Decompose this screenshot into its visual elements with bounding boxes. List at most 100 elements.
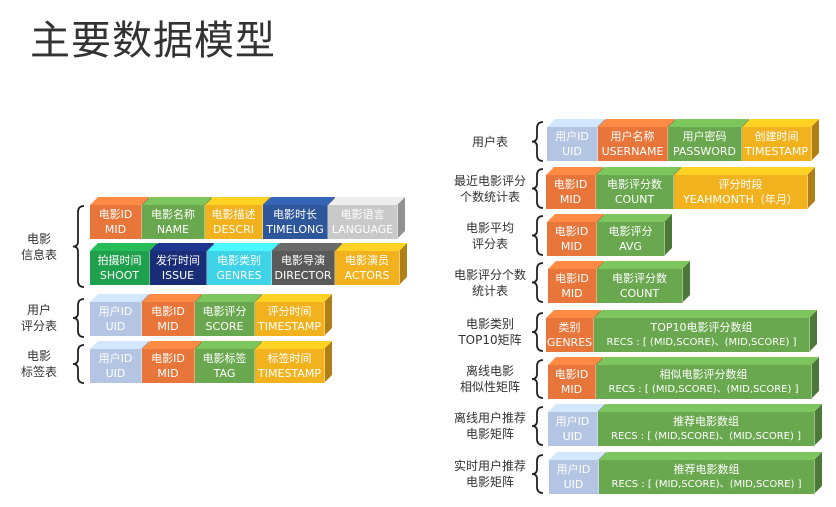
- brace: [531, 359, 544, 399]
- table-label: 用户表: [471, 134, 508, 149]
- brace: [531, 454, 544, 494]
- field-name-cn: 用户ID: [556, 463, 591, 476]
- field-name-en: UID: [562, 430, 583, 443]
- field-name-en: RECS : [ (MID,SCORE)、(MID,SCORE) ]: [608, 384, 799, 395]
- field-name-en: SCORE: [205, 320, 244, 333]
- field-cell: 相似电影评分数组 RECS : [ (MID,SCORE)、(MID,SCORE)…: [596, 365, 812, 399]
- field-name-cn: 电影ID: [151, 352, 185, 365]
- brace: [72, 205, 85, 288]
- field-name-cn: 电影语言: [340, 208, 385, 221]
- field-name-cn: 拍摄时间: [97, 254, 142, 267]
- field-name-cn: 用户ID: [98, 352, 133, 365]
- field-cell: 电影ID MID: [142, 349, 195, 383]
- field-name-cn: 评分时段: [718, 178, 763, 191]
- field-name-cn: 用户ID: [555, 415, 590, 428]
- page-title: 主要数据模型: [30, 18, 276, 64]
- table-label: 离线电影相似性矩阵: [459, 364, 520, 394]
- field-name-cn: 电影ID: [98, 208, 133, 221]
- field-name-en: MID: [560, 240, 583, 253]
- field-name-en: ISSUE: [161, 269, 195, 282]
- field-name-cn: 电影描述: [211, 208, 256, 221]
- field-cell: 用户ID UID: [548, 412, 598, 446]
- brace: [531, 215, 544, 256]
- table-label: 电影评分个数统计表: [453, 267, 526, 298]
- field-cell: 电影评分 SCORE: [195, 302, 255, 336]
- field-name-cn: 类别: [558, 321, 581, 334]
- table-label: 电影平均评分表: [465, 220, 514, 251]
- field-name-en: SHOOT: [99, 269, 140, 282]
- field-name-en: RECS : [ (MID,SCORE)、(MID,SCORE) ]: [611, 479, 802, 490]
- field-name-en: COUNT: [619, 287, 660, 300]
- field-name-en: UID: [105, 367, 126, 380]
- brace: [531, 406, 544, 446]
- table-label: 离线用户推荐电影矩阵: [453, 411, 526, 441]
- field-name-en: MID: [157, 367, 179, 380]
- field-name-en: MID: [104, 223, 127, 236]
- field-name-cn: 电影类别: [217, 254, 261, 267]
- field-name-cn: 电影ID: [555, 272, 589, 285]
- field-name-cn: 电影ID: [151, 305, 185, 318]
- field-cell: 电影评分数 COUNT: [597, 269, 683, 303]
- field-name-cn: 电影评分数: [607, 178, 662, 191]
- table-label: 最近电影评分个数统计表: [453, 173, 526, 204]
- field-cell: 用户ID UID: [90, 349, 142, 383]
- field-name-en: RECS : [ (MID,SCORE)、(MID,SCORE) ]: [606, 337, 797, 348]
- field-name-cn: 相似电影评分数组: [659, 368, 748, 381]
- brace: [531, 168, 544, 209]
- field-cell: TOP10电影评分数组 RECS : [ (MID,SCORE)、(MID,SCO…: [594, 318, 810, 352]
- field-name-en: YEAHMONTH（年月）: [683, 193, 798, 206]
- table-label: 电影标签表: [20, 349, 57, 379]
- brace: [531, 121, 544, 162]
- field-name-cn: 用户ID: [555, 130, 589, 143]
- field-name-cn: 电影演员: [345, 254, 389, 267]
- field-name-en: TIMESTAMP: [745, 145, 808, 158]
- field-name-en: MID: [157, 320, 179, 333]
- field-name-cn: 电影ID: [553, 178, 588, 191]
- field-name-en: TIMELONG: [266, 223, 324, 236]
- field-name-en: COUNT: [614, 193, 655, 206]
- field-name-en: DIRECTOR: [274, 269, 332, 282]
- brace: [72, 344, 85, 384]
- field-name-en: DESCRI: [213, 223, 254, 236]
- field-name-en: MID: [560, 383, 583, 396]
- field-name-cn: 电影评分数: [612, 272, 667, 285]
- field-name-cn: 标签时间: [267, 352, 312, 365]
- field-name-en: USERNAME: [601, 145, 664, 158]
- field-name-en: AVG: [619, 240, 642, 253]
- field-name-cn: TOP10电影评分数组: [650, 321, 753, 334]
- field-name-en: LANGUAGE: [331, 223, 394, 236]
- field-name-en: TIMESTAMP: [258, 320, 321, 333]
- field-cell: 评分时间 TIMESTAMP: [255, 302, 325, 336]
- field-name-cn: 评分时间: [267, 305, 312, 318]
- field-name-en: NAME: [156, 223, 190, 236]
- field-name-cn: 电影标签: [202, 352, 247, 365]
- field-name-cn: 电影评分: [202, 305, 247, 318]
